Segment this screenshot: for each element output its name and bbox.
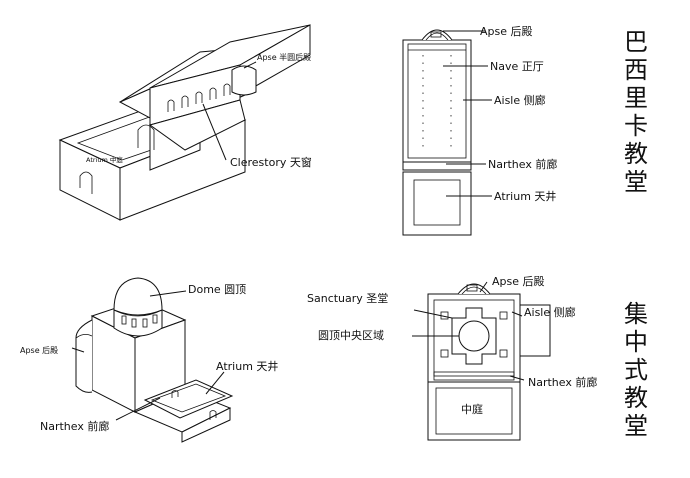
central-title-char-2: 中 — [624, 328, 648, 356]
nave-columns — [422, 55, 452, 150]
central-plan-aisle-label: Aisle 侧廊 — [524, 305, 576, 319]
central-axon-apse-label: Apse 后殿 — [20, 345, 58, 355]
clerestory-windows — [167, 83, 231, 112]
basilica-title-char-3: 里 — [624, 84, 648, 112]
basilica-title-char-5: 教 — [624, 140, 648, 168]
central-plan-sanctuary-label: Sanctuary 圣堂 — [307, 292, 388, 305]
central-plan-courtyard-label: 中庭 — [461, 402, 483, 416]
basilica-plan-aisle-label: Aisle 侧廊 — [494, 93, 546, 107]
central-axon-dome-label: Dome 圆顶 — [188, 283, 246, 296]
basilica-axon-atrium-label: Atrium 中庭 — [86, 155, 123, 164]
basilica-plan-atrium-label: Atrium 天井 — [494, 189, 556, 203]
basilica-plan: Apse 后殿 Nave 正厅 Aisle 侧廊 Narthex 前廊 Atri… — [402, 25, 557, 236]
basilica-vertical-title: 巴 西 里 卡 教 堂 — [624, 28, 656, 196]
basilica-title-char-6: 堂 — [624, 168, 648, 196]
central-plan-narthex-label: Narthex 前廊 — [528, 375, 597, 389]
central-axon-narthex-label: Narthex 前廊 — [40, 419, 109, 433]
central-vertical-title: 集 中 式 教 堂 — [624, 300, 656, 440]
basilica-title-char-2: 西 — [624, 56, 648, 84]
central-plan: Apse 后殿 Sanctuary 圣堂 Aisle 侧廊 圆顶中央区域 Nar… — [307, 275, 597, 441]
central-title-char-1: 集 — [624, 300, 648, 328]
central-axonometric: Dome 圆顶 Apse 后殿 Atrium 天井 Narthex 前廊 — [20, 277, 278, 443]
basilica-plan-apse-label: Apse 后殿 — [480, 25, 533, 38]
central-plan-apse-label: Apse 后殿 — [492, 275, 545, 288]
basilica-plan-nave-label: Nave 正厅 — [490, 60, 544, 73]
basilica-axon-apse-label: Apse 半圆后殿 — [257, 52, 311, 62]
central-title-char-5: 堂 — [624, 412, 648, 440]
central-plan-dome-area-label: 圆顶中央区域 — [318, 329, 384, 342]
central-axon-atrium-label: Atrium 天井 — [216, 359, 278, 373]
basilica-title-char-1: 巴 — [624, 28, 648, 56]
central-title-char-3: 式 — [624, 356, 648, 384]
basilica-axon-clerestory-label: Clerestory 天窗 — [230, 155, 312, 169]
drum-windows — [121, 314, 158, 328]
basilica-plan-narthex-label: Narthex 前廊 — [488, 157, 557, 171]
central-title-char-4: 教 — [624, 384, 648, 412]
basilica-axonometric: Apse 半圆后殿 Atrium 中庭 Clerestory 天窗 — [58, 24, 312, 221]
basilica-title-char-4: 卡 — [624, 112, 648, 140]
